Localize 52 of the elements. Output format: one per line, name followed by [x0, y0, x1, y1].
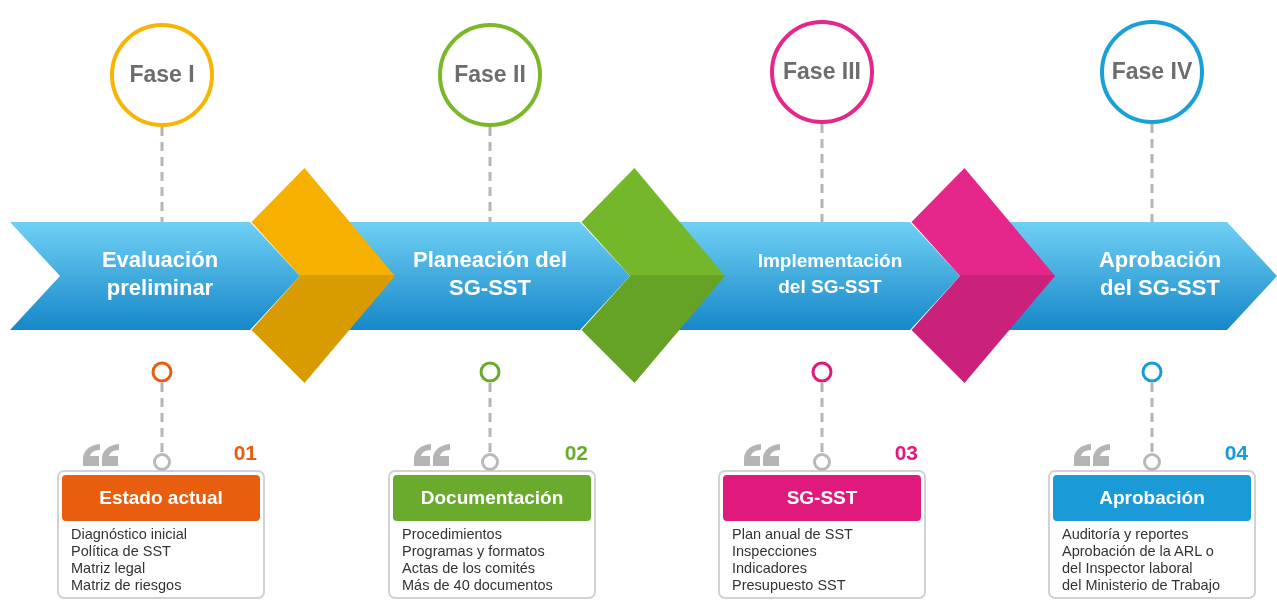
ring-marker	[811, 361, 833, 383]
phase-label: Fase III	[782, 58, 862, 85]
step-number: 01	[232, 441, 257, 465]
card-header: Documentación	[393, 475, 591, 521]
phase-label: Fase IV	[1110, 58, 1194, 85]
phase-circle	[438, 23, 542, 127]
ring-marker	[151, 361, 173, 383]
dashed-connector	[488, 127, 492, 222]
phase-circle	[1100, 20, 1204, 124]
phase-label: Fase II	[453, 61, 527, 88]
list-item: Indicadores	[732, 560, 807, 577]
list-item: Matriz legal	[71, 560, 146, 577]
card-box	[718, 470, 926, 599]
band-title: Aprobación del SG-SST	[1097, 246, 1223, 302]
list-item: Auditoría y reportes	[1062, 526, 1189, 543]
list-item: Plan anual de SST	[732, 526, 853, 543]
phase-label: Fase I	[128, 61, 196, 88]
chevron-arrow	[251, 168, 395, 383]
ring-marker	[479, 361, 501, 383]
list-item: Programas y formatos	[402, 543, 545, 560]
card-header: Estado actual	[62, 475, 260, 521]
chevron-arrow	[911, 168, 1055, 383]
band-title: Planeación del SG-SST	[411, 246, 569, 302]
card-box	[1048, 470, 1256, 599]
chevron-arrow	[581, 168, 725, 383]
dashed-connector	[160, 127, 164, 222]
list-item: Actas de los comités	[402, 560, 535, 577]
card-box	[388, 470, 596, 599]
ring-marker	[1141, 361, 1163, 383]
dashed-connector	[1150, 124, 1154, 222]
list-item: del Inspector laboral	[1062, 560, 1193, 577]
list-item: Inspecciones	[732, 543, 817, 560]
step-number: 04	[1223, 441, 1248, 465]
band-title: Evaluación preliminar	[100, 246, 220, 302]
list-item: Política de SST	[71, 543, 171, 560]
step-number: 02	[563, 441, 588, 465]
card-header: SG-SST	[723, 475, 921, 521]
list-item: Aprobación de la ARL o	[1062, 543, 1214, 560]
card-box	[57, 470, 265, 599]
phase-circle	[770, 20, 874, 124]
band-title: Implementación del SG-SST	[756, 249, 904, 299]
step-number: 03	[893, 441, 918, 465]
list-item: Procedimientos	[402, 526, 502, 543]
phase-circle	[110, 23, 214, 127]
list-item: del Ministerio de Trabajo	[1062, 577, 1220, 594]
list-item: Diagnóstico inicial	[71, 526, 188, 543]
arrow-band	[10, 222, 300, 330]
list-item: Matriz de riesgos	[71, 577, 182, 594]
dashed-connector	[820, 124, 824, 222]
list-item: Presupuesto SST	[732, 577, 846, 594]
list-item: Más de 40 documentos	[402, 577, 553, 594]
card-header: Aprobación	[1053, 475, 1251, 521]
